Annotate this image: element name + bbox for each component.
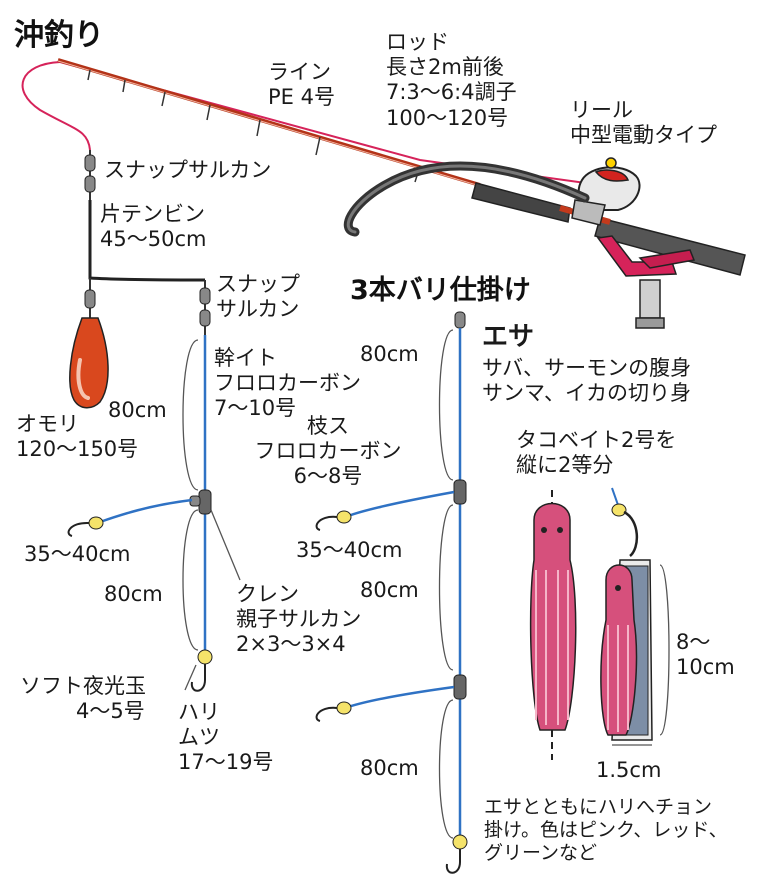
three-way-swivel-left	[189, 489, 212, 515]
branch-left	[99, 498, 193, 524]
snap-swivel-2	[199, 280, 211, 335]
hook-label: ハリ ムツ 17〜19号	[178, 700, 274, 775]
snap-swivel-top	[84, 150, 96, 200]
lure-note: タコベイト2号を 縦に2等分	[516, 428, 677, 478]
weight-omori	[69, 317, 109, 409]
power-cable	[343, 161, 590, 237]
rod-grip-rear	[594, 217, 746, 276]
lure-length-label: 8〜 10cm	[676, 630, 735, 680]
reel-shape	[571, 157, 641, 226]
length-label-mid-3: 80cm	[360, 756, 419, 780]
page-title: 沖釣り	[14, 18, 104, 53]
lure-width-label: 1.5cm	[596, 758, 662, 782]
octopus-lure-full	[529, 490, 577, 760]
tenbin-label: 片テンビン 45〜50cm	[100, 202, 207, 252]
weight-label: オモリ 120〜150号	[16, 412, 139, 462]
length-label-mid-2: 80cm	[360, 578, 419, 602]
line-label: ライン PE 4号	[268, 60, 335, 110]
rig-subtitle: 3本バリ仕掛け	[350, 275, 531, 306]
rod-grip-front	[471, 182, 571, 223]
branch-line-label: 枝ス フロロカーボン 6〜8号	[254, 414, 402, 489]
snap-swivel-2-label: スナップ サルカン	[216, 272, 300, 322]
swivel-top-mid	[454, 311, 466, 329]
split-lure-on-hook	[600, 487, 670, 746]
swivel-label: クレン 親子サルカン 2×3〜3×4	[236, 582, 362, 657]
rod-label: ロッド 長さ2m前後 7:3〜6:4調子 100〜120号	[386, 30, 517, 130]
bait-heading: エサ	[482, 322, 535, 352]
length-label-mid-1: 80cm	[360, 342, 419, 366]
main-line-material-label: 幹イト フロロカーボン 7〜10号	[214, 346, 361, 421]
glow-ball-label: ソフト夜光玉 4〜5号	[20, 674, 146, 724]
three-way-swivel-mid-2	[453, 674, 467, 700]
three-way-swivel-mid-1	[453, 479, 467, 505]
main-line	[21, 61, 91, 151]
branch-mid-2	[347, 685, 455, 709]
branch-length-label-left: 35〜40cm	[24, 542, 131, 566]
tenbin-arm	[88, 200, 206, 282]
branch-mid-1	[347, 490, 455, 518]
bait-attach-note: エサとともにハリへチョン 掛け。色はピンク、レッド、 グリーンなど	[484, 796, 728, 864]
length-label-left-1: 80cm	[108, 398, 167, 422]
bait-list: サバ、サーモンの腹身 サンマ、イカの切り身	[482, 356, 692, 406]
snap-swivel-label: スナップサルカン	[104, 158, 272, 182]
branch-length-label-mid: 35〜40cm	[296, 538, 403, 562]
rod-blank	[57, 58, 481, 187]
length-label-left-2: 80cm	[104, 582, 163, 606]
rod-holder	[596, 235, 696, 329]
reel-label: リール 中型電動タイプ	[570, 98, 717, 148]
